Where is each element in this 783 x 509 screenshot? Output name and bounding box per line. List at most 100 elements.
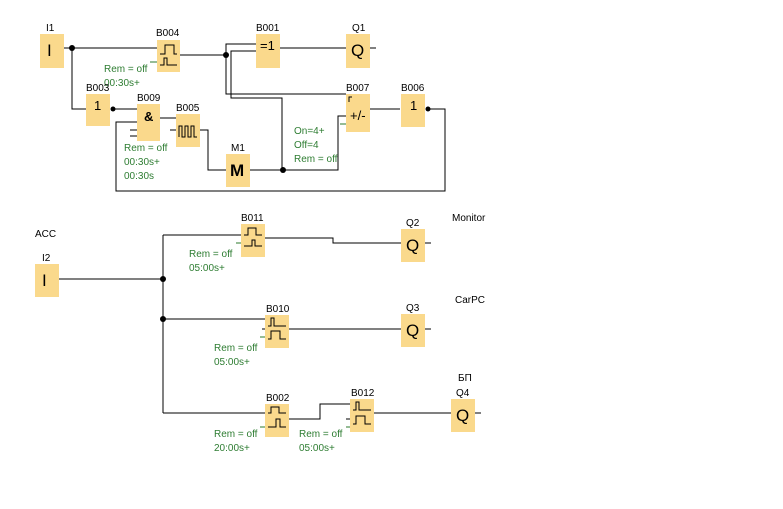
block-body[interactable] <box>346 94 370 132</box>
param-rem: Rem = off <box>124 143 168 154</box>
block-label: B001 <box>256 23 280 34</box>
block-I2[interactable]: I2 I <box>35 253 59 297</box>
pulse-waveform-icon <box>160 44 177 55</box>
block-body[interactable] <box>137 104 160 141</box>
xor-symbol: =1 <box>260 38 275 53</box>
block-body[interactable] <box>401 314 425 347</box>
wires-top <box>64 43 446 192</box>
junction-dot <box>160 316 166 322</box>
block-label: B010 <box>266 304 290 315</box>
block-B005[interactable]: B005 <box>176 103 200 147</box>
junction-dot <box>223 52 229 58</box>
block-I1[interactable]: I1 I <box>40 23 64 68</box>
block-label: Q1 <box>352 23 366 34</box>
pulse-waveform-icon <box>268 418 286 428</box>
not-symbol: 1 <box>410 98 417 113</box>
block-Q3[interactable]: Q3 Q <box>401 303 425 347</box>
junction-dot <box>280 167 286 173</box>
block-B010[interactable]: B010 Rem = off 05:00s+ <box>214 304 290 368</box>
param-off: Off=4 <box>294 140 319 151</box>
wires-bottom <box>59 234 481 420</box>
block-body[interactable] <box>451 399 475 432</box>
block-B007[interactable]: B007 +/- On=4+ Off=4 Rem = off <box>294 83 370 165</box>
green-ticks-top <box>150 61 346 125</box>
delay-waveform-icon <box>268 317 286 327</box>
param-on: On=4+ <box>294 126 325 137</box>
output-symbol: Q <box>456 406 469 425</box>
block-label: B009 <box>137 93 161 104</box>
block-B006[interactable]: B006 1 <box>401 83 425 127</box>
output-name-carpc: CarPC <box>455 295 485 306</box>
block-B002[interactable]: B002 Rem = off 20:00s+ <box>214 393 290 454</box>
output-symbol: Q <box>351 41 364 60</box>
counter-symbol: +/- <box>350 108 366 123</box>
block-M1[interactable]: M1 M <box>226 143 250 187</box>
block-body[interactable] <box>226 154 250 187</box>
block-B012[interactable]: B012 Rem = off 05:00s+ <box>299 388 375 454</box>
junction-dot <box>69 45 75 51</box>
block-B009[interactable]: B009 & Rem = off 00:30s+ 00:30s <box>124 93 168 182</box>
block-body[interactable] <box>256 34 280 68</box>
negation-dot <box>110 106 116 112</box>
block-label: B007 <box>346 83 370 94</box>
param-time: 05:00s+ <box>214 357 250 368</box>
param-rem: Rem = off <box>294 154 338 165</box>
block-label: B005 <box>176 103 200 114</box>
pulse-waveform-icon <box>244 239 262 247</box>
block-label: B012 <box>351 388 375 399</box>
block-label: M1 <box>231 143 245 154</box>
param-rem: Rem = off <box>189 249 233 260</box>
flag-symbol: M <box>230 161 244 180</box>
net-name-acc: ACC <box>35 229 56 240</box>
param-time: 05:00s+ <box>299 443 335 454</box>
block-Q4[interactable]: БП Q4 Q <box>451 373 475 432</box>
pulse-waveform-icon <box>244 227 262 236</box>
block-Q1[interactable]: Q1 Q <box>346 23 370 68</box>
block-label: B002 <box>266 393 290 404</box>
block-B001[interactable]: B001 =1 <box>256 23 280 68</box>
block-body[interactable] <box>346 34 370 68</box>
input-symbol: I <box>42 271 47 290</box>
block-Q2[interactable]: Q2 Q <box>401 218 425 262</box>
junction-dot <box>160 276 166 282</box>
block-body[interactable] <box>265 404 289 437</box>
block-body[interactable] <box>401 229 425 262</box>
param-time-on: 00:30s+ <box>124 157 160 168</box>
block-B004[interactable]: B004 Rem = off 00:30s+ <box>104 28 180 89</box>
green-ticks-bottom <box>236 242 350 428</box>
junctions-bottom <box>160 276 166 322</box>
not-symbol: 1 <box>94 98 101 113</box>
delay-waveform-icon <box>268 330 286 340</box>
block-B003[interactable]: B003 1 <box>86 83 110 126</box>
param-time: 05:00s+ <box>189 263 225 274</box>
param-rem: Rem = off <box>104 64 148 75</box>
output-symbol: Q <box>406 321 419 340</box>
pulse-waveform-icon <box>160 57 177 66</box>
param-rem: Rem = off <box>299 429 343 440</box>
junctions-top <box>69 45 431 173</box>
block-body[interactable] <box>35 264 59 297</box>
pulse-train-icon <box>178 125 197 138</box>
output-name-bp: БП <box>458 373 472 384</box>
and-symbol: & <box>144 109 153 124</box>
delay-waveform-icon <box>353 401 371 411</box>
negation-dot <box>425 106 431 112</box>
block-label: B004 <box>156 28 180 39</box>
block-B011[interactable]: B011 Rem = off 05:00s+ <box>189 213 265 274</box>
output-symbol: Q <box>406 236 419 255</box>
block-label: B006 <box>401 83 425 94</box>
block-label: Q2 <box>406 218 420 229</box>
block-body[interactable] <box>86 94 110 126</box>
block-body[interactable] <box>40 34 64 68</box>
block-label: I2 <box>42 253 51 264</box>
block-label: Q3 <box>406 303 420 314</box>
edge-arrow-icon <box>348 96 352 102</box>
block-label: I1 <box>46 23 55 34</box>
block-label: Q4 <box>456 388 470 399</box>
pulse-waveform-icon <box>268 406 286 414</box>
block-body[interactable] <box>401 94 425 127</box>
block-label: B003 <box>86 83 110 94</box>
delay-waveform-icon <box>353 415 371 425</box>
param-time: 20:00s+ <box>214 443 250 454</box>
